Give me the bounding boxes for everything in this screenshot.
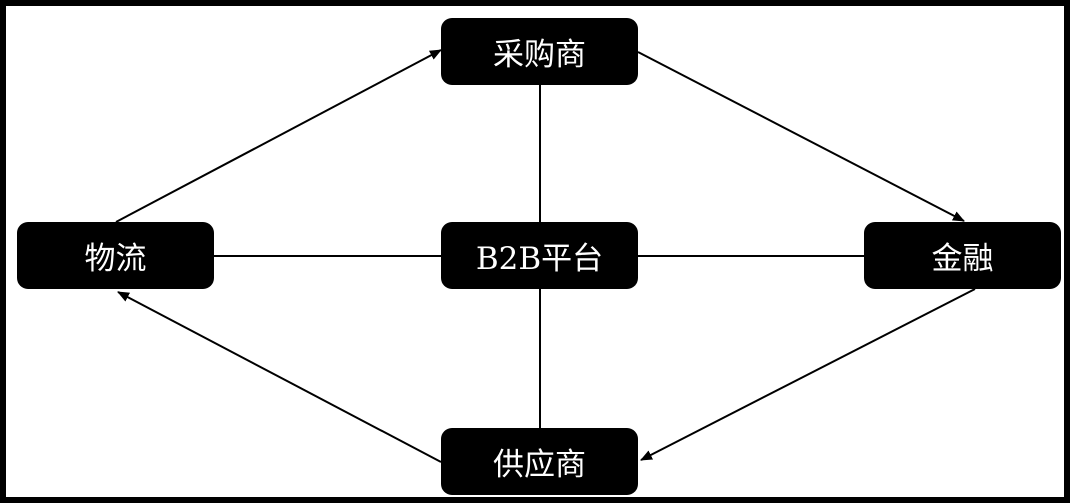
arrow-purchaser-to-finance: [637, 51, 965, 222]
node-finance: 金融: [864, 222, 1061, 289]
node-finance-label: 金融: [931, 241, 994, 277]
node-b2b-platform: B2B平台: [441, 222, 638, 289]
node-purchaser: 采购商: [441, 18, 638, 85]
node-supplier: 供应商: [441, 428, 638, 495]
node-logistics: 物流: [17, 222, 214, 289]
arrow-finance-to-supplier: [640, 288, 976, 461]
node-purchaser-label: 采购商: [493, 37, 586, 73]
arrow-supplier-to-logistics: [117, 291, 442, 463]
node-logistics-label: 物流: [84, 241, 147, 277]
node-b2b-platform-label: B2B平台: [475, 241, 604, 277]
arrow-logistics-to-purchaser: [115, 49, 442, 223]
node-supplier-label: 供应商: [493, 447, 586, 483]
